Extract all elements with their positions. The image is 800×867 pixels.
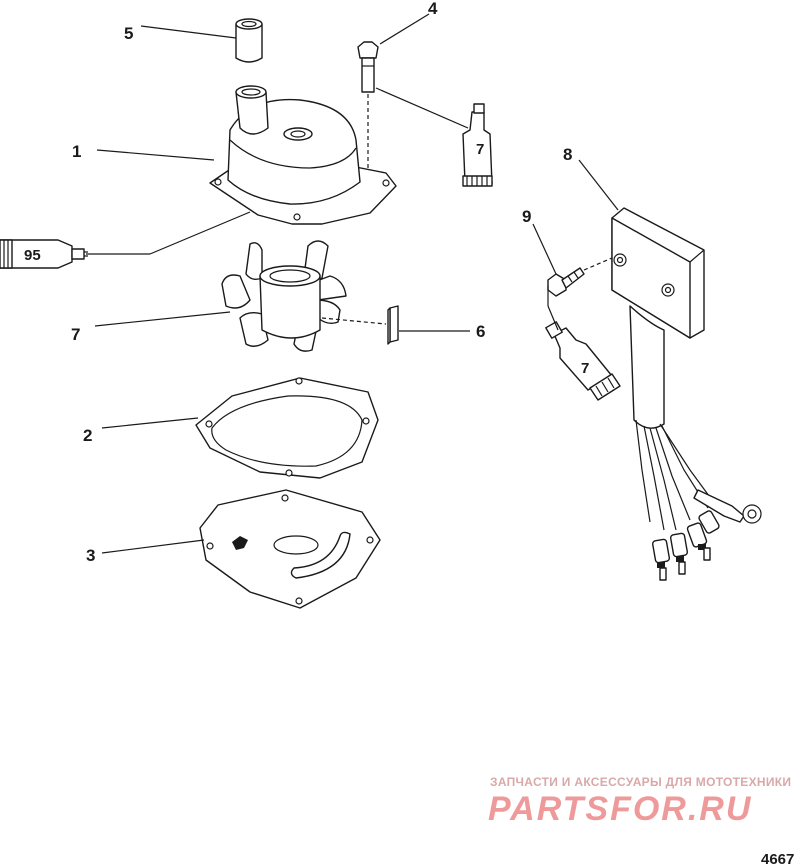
part-9-screw <box>547 257 613 297</box>
callouts: 1 5 4 7 6 2 3 8 9 <box>71 0 572 565</box>
watermark: ЗАПЧАСТИ И АКСЕССУАРЫ ДЛЯ МОТОТЕХНИКИ PA… <box>488 775 791 828</box>
sealant-tube-7-top: 7 <box>462 103 493 187</box>
tube-95-label: 95 <box>24 247 41 264</box>
connector-4 <box>698 510 720 534</box>
callout-3: 3 <box>86 546 95 565</box>
watermark-tagline: ЗАПЧАСТИ И АКСЕССУАРЫ ДЛЯ МОТОТЕХНИКИ <box>490 775 791 789</box>
callout-5: 5 <box>124 24 133 43</box>
part-5-sleeve <box>235 18 263 63</box>
connector-2 <box>669 532 689 575</box>
part-8-rectifier <box>611 207 762 581</box>
sealant-tube-7-right: 7 <box>545 321 621 401</box>
callout-1: 1 <box>72 142 81 161</box>
callout-9: 9 <box>522 207 531 226</box>
watermark-logo: PARTSFOR.RU <box>488 790 752 828</box>
connector-1 <box>651 538 671 581</box>
callout-7: 7 <box>71 325 80 344</box>
tube-7-right-label: 7 <box>581 360 589 377</box>
sealant-tube-95: 95 <box>0 239 88 269</box>
part-3-wear-plate <box>199 489 381 609</box>
part-2-gasket <box>195 377 379 479</box>
callout-2: 2 <box>83 426 92 445</box>
connector-3 <box>686 522 711 561</box>
callout-4: 4 <box>428 0 438 18</box>
part-4-bolt <box>357 41 379 175</box>
tube-7-top-label: 7 <box>476 141 484 158</box>
part-7-impeller <box>221 240 387 352</box>
figure-number: 4667 <box>761 851 794 867</box>
callout-6: 6 <box>476 322 485 341</box>
part-6-key <box>387 305 399 345</box>
callout-8: 8 <box>563 145 572 164</box>
leader-lines <box>86 13 619 554</box>
part-1-pump-housing <box>209 85 397 225</box>
